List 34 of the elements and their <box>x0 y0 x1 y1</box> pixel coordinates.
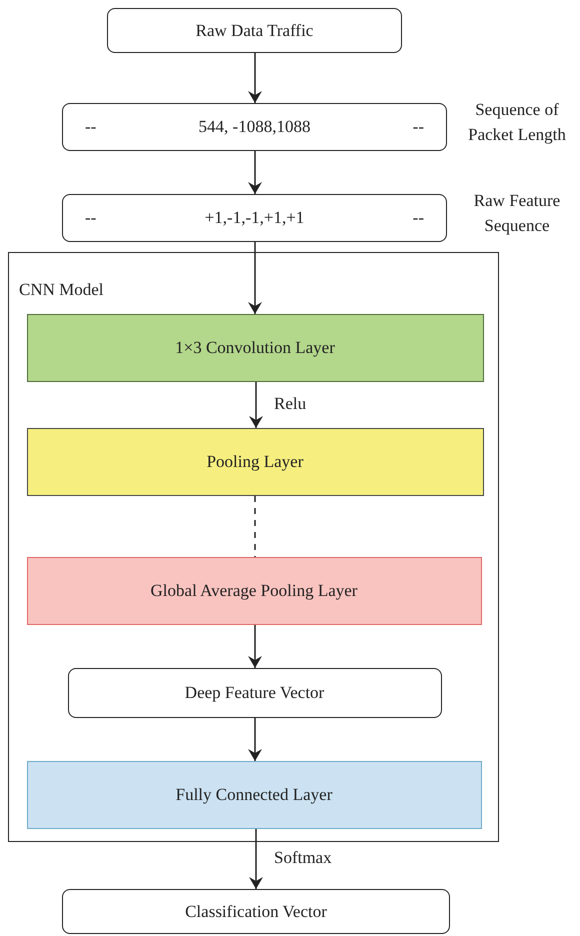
ellipsis-marks: -- <box>412 116 424 138</box>
arrow <box>248 53 262 103</box>
edge-label: Softmax <box>274 848 332 867</box>
node-label: Global Average Pooling Layer <box>150 580 358 602</box>
process-box <box>62 889 450 934</box>
layer-box <box>26 314 484 382</box>
process-box <box>68 668 442 718</box>
layer-box <box>26 556 482 624</box>
node-label: 1×3 Convolution Layer <box>175 336 335 359</box>
arrow <box>248 242 262 314</box>
dashed-connector <box>254 496 256 557</box>
ellipsis-marks: -- <box>85 207 96 230</box>
ellipsis-marks: -- <box>85 116 96 138</box>
layer-box <box>26 428 484 496</box>
layer-box <box>26 760 482 828</box>
side-caption: Raw Feature Sequence <box>474 191 560 235</box>
arrow <box>249 382 263 428</box>
node-label: Fully Connected Layer <box>176 784 332 806</box>
node-label: Pooling Layer <box>206 450 304 473</box>
group-title: CNN Model <box>19 280 104 299</box>
sequence-values: +1,-1,-1,+1,+1 <box>204 207 304 230</box>
arrow <box>248 151 262 194</box>
node-label: Raw Data Traffic <box>196 20 314 42</box>
edge-label: Relu <box>274 394 306 413</box>
model-container <box>8 252 499 842</box>
arrow <box>248 718 262 761</box>
arrow <box>249 829 263 889</box>
process-box <box>107 8 402 53</box>
node-label: Deep Feature Vector <box>184 682 324 704</box>
arrow <box>248 625 262 668</box>
node-label: Classification Vector <box>185 900 327 923</box>
ellipsis-marks: -- <box>412 207 424 230</box>
side-caption: Sequence of Packet Length <box>468 100 566 144</box>
sequence-values: 544, -1088,1088 <box>198 116 310 138</box>
